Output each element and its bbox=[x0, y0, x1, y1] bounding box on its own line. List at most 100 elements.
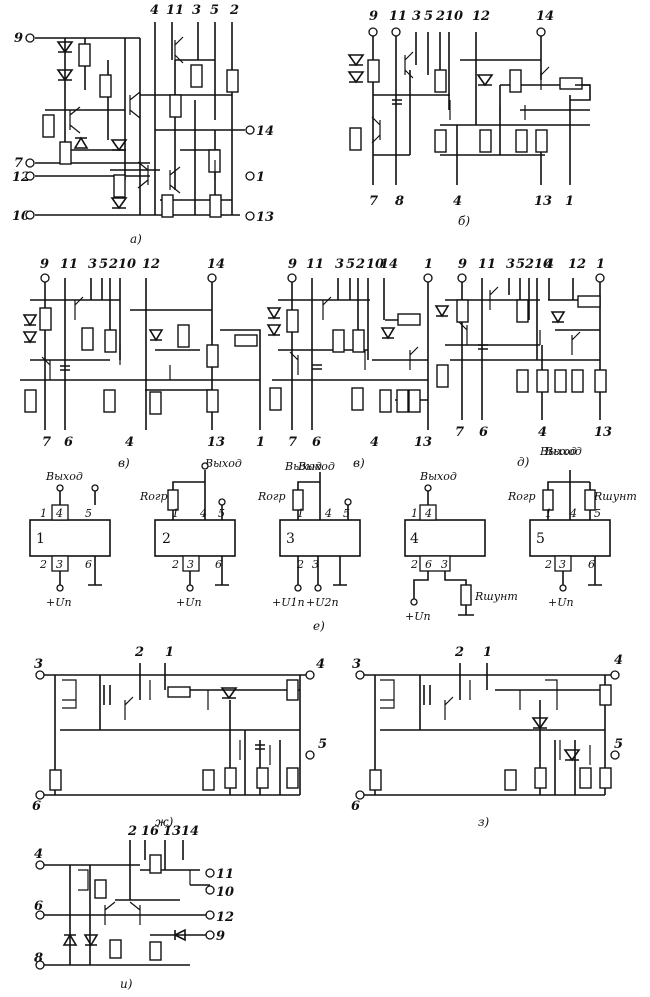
panel-zh-circuit: 3 2 1 4 5 6 ж) bbox=[32, 645, 327, 829]
switch-block-2: Rогр 2 1 4 5 2 3 6 +Uп bbox=[139, 462, 236, 609]
block-pin: 2 bbox=[171, 558, 179, 571]
pin-label: 10 bbox=[366, 257, 384, 272]
pin-label: 2 bbox=[134, 645, 144, 660]
supply-label: +U1п bbox=[272, 596, 305, 609]
block-pin: 1 bbox=[172, 507, 179, 520]
block-pin: 3 bbox=[559, 558, 566, 571]
pin-label: 2 bbox=[454, 645, 464, 660]
pin-label: 2 bbox=[229, 3, 239, 18]
pin-label: 12 bbox=[216, 910, 234, 925]
output-label: Выход bbox=[544, 445, 582, 458]
switch-block-3: Выход Rогр 3 1 4 5 2 3 +U1п +U2п bbox=[257, 460, 361, 609]
pin-label: 9 bbox=[369, 9, 378, 24]
pin-label: 10 bbox=[12, 209, 30, 224]
pin-label: 3 bbox=[192, 3, 201, 18]
pin-label: 6 bbox=[351, 799, 360, 814]
pin-label: 11 bbox=[478, 257, 496, 272]
block-pin: 2 bbox=[544, 558, 552, 571]
panel-caption: а) bbox=[130, 232, 142, 246]
pin-label: 14 bbox=[181, 824, 199, 839]
pin-label: 13 bbox=[256, 210, 274, 225]
block-pin: 5 bbox=[594, 507, 601, 520]
panel-g-circuit: 9 11 3 5 2 10 14 1 7 6 4 13 в) bbox=[266, 257, 433, 470]
pin-label: 4 bbox=[316, 657, 325, 672]
block-number: 5 bbox=[536, 531, 545, 547]
block-pin: 4 bbox=[424, 507, 432, 520]
supply-label: +Uп bbox=[176, 596, 202, 609]
pin-label: 10 bbox=[445, 9, 463, 24]
pin-label: 13 bbox=[207, 435, 225, 450]
pin-label: 1 bbox=[256, 170, 265, 185]
pin-label: 14 bbox=[380, 257, 398, 272]
block-number: 3 bbox=[286, 531, 295, 547]
pin-label: 11 bbox=[166, 3, 184, 18]
pin-label: 5 bbox=[99, 257, 108, 272]
block-pin: 3 bbox=[441, 558, 448, 571]
block-pin: 5 bbox=[85, 507, 92, 520]
block-pin: 1 bbox=[297, 507, 304, 520]
pin-label: 7 bbox=[369, 194, 378, 209]
panel-z-circuit: 3 2 1 4 5 6 з) bbox=[351, 645, 623, 829]
pin-label: 2 bbox=[108, 257, 118, 272]
block-pin: 4 bbox=[324, 507, 332, 520]
block-pin: 5 bbox=[343, 507, 350, 520]
pin-label: 14 bbox=[256, 124, 274, 139]
panel-caption: и) bbox=[120, 977, 133, 991]
pin-label: 4 bbox=[614, 653, 623, 668]
supply-label: +Uп bbox=[46, 596, 72, 609]
block-pin: 2 bbox=[296, 558, 304, 571]
pin-label: 9 bbox=[14, 31, 23, 46]
block-pin: 4 bbox=[569, 507, 577, 520]
pin-label: 4 bbox=[125, 435, 134, 450]
pin-label: 11 bbox=[216, 867, 234, 882]
block-pin: 6 bbox=[425, 558, 432, 571]
block-output-label: Выход bbox=[45, 470, 83, 483]
panel-a-circuit: 4 11 3 5 2 9 7 12 10 14 1 13 bbox=[12, 3, 274, 246]
block-pin: 3 bbox=[312, 558, 319, 571]
pin-label: 4 bbox=[150, 3, 159, 18]
pin-label: 3 bbox=[412, 9, 421, 24]
pin-label: 4 bbox=[545, 257, 554, 272]
pin-label: 2 bbox=[355, 257, 365, 272]
pin-label: 11 bbox=[306, 257, 324, 272]
panel-d-circuit: 9 11 3 5 2 10 4 12 1 7 6 4 13 д) Выход bbox=[434, 257, 612, 469]
block-number: 2 bbox=[162, 531, 171, 547]
switch-block-1: Выход 1 1 4 5 2 3 6 +Uп bbox=[29, 470, 111, 609]
switch-block-4: Выход 4 1 4 2 6 3 Rшунт +Uп bbox=[404, 470, 518, 623]
pin-label: 2 bbox=[435, 9, 445, 24]
pin-label: 6 bbox=[312, 435, 321, 450]
block-pin: 4 bbox=[199, 507, 207, 520]
pin-label: 6 bbox=[34, 899, 43, 914]
pin-label: 1 bbox=[165, 645, 174, 660]
pin-label: 13 bbox=[163, 824, 181, 839]
pin-label: 9 bbox=[216, 929, 225, 944]
panel-caption: д) bbox=[517, 455, 530, 469]
pin-label: 3 bbox=[34, 657, 43, 672]
pin-label: 2 bbox=[524, 257, 534, 272]
switch-block-5: Выход Rогр Rшунт 5 1 4 5 2 3 6 +Uп bbox=[507, 445, 637, 609]
pin-label: 12 bbox=[12, 170, 30, 185]
panel-caption: б) bbox=[458, 214, 470, 228]
pin-label: 16 bbox=[141, 824, 159, 839]
pin-label: 5 bbox=[210, 3, 219, 18]
pin-label: 5 bbox=[318, 737, 327, 752]
resistor-label-2: Rшунт bbox=[593, 490, 637, 503]
pin-label: 3 bbox=[352, 657, 361, 672]
pin-label: 14 bbox=[207, 257, 225, 272]
block-pin: 1 bbox=[411, 507, 418, 520]
pin-label: 12 bbox=[568, 257, 586, 272]
pin-label: 4 bbox=[538, 425, 547, 440]
pin-label: 5 bbox=[346, 257, 355, 272]
output-label: Выход bbox=[204, 457, 242, 470]
pin-label: 8 bbox=[34, 951, 43, 966]
pin-label: 5 bbox=[424, 9, 433, 24]
pin-label: 6 bbox=[32, 799, 41, 814]
resistor-label: Rшунт bbox=[474, 590, 518, 603]
pin-label: 10 bbox=[534, 257, 552, 272]
block-pin: 1 bbox=[40, 507, 47, 520]
group-caption: е) bbox=[313, 619, 325, 633]
pin-label: 1 bbox=[483, 645, 492, 660]
pin-label: 12 bbox=[142, 257, 160, 272]
pin-label: 3 bbox=[88, 257, 97, 272]
